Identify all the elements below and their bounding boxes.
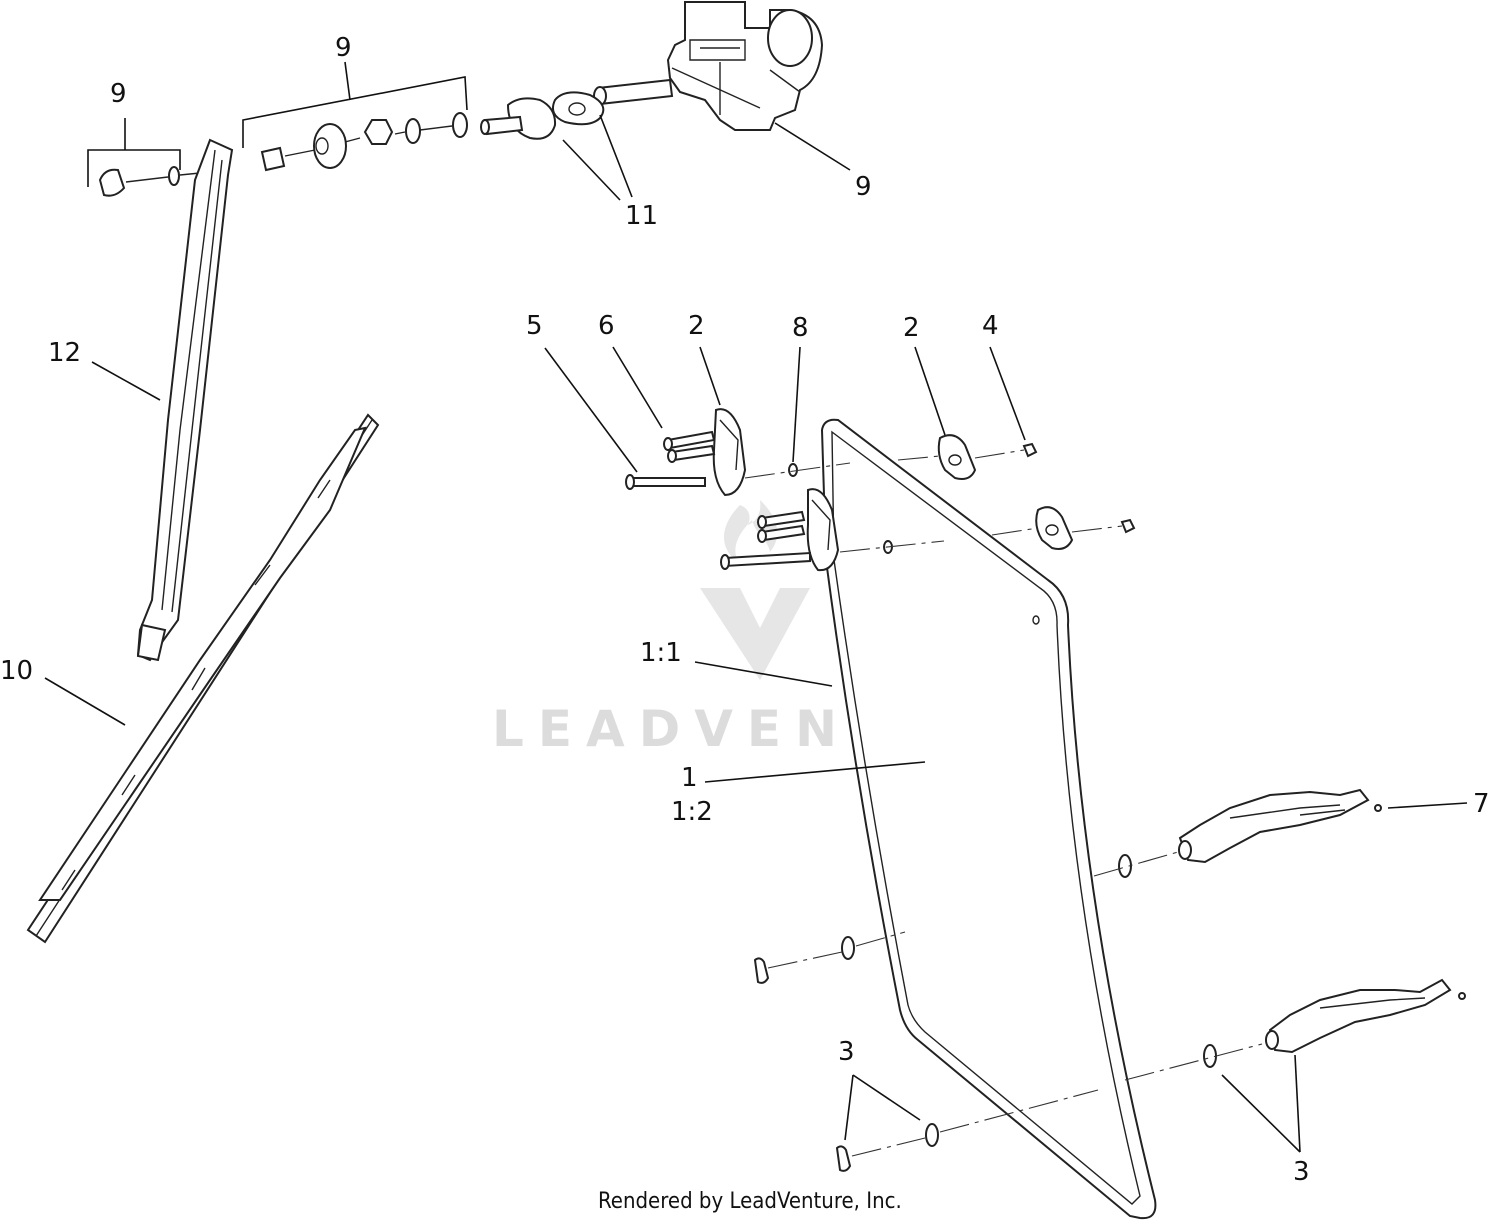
callout-1: 1 bbox=[681, 763, 698, 793]
latch-arm-lower bbox=[1124, 978, 1466, 1081]
callout-9-motor: 9 bbox=[855, 172, 872, 202]
hinge-upper bbox=[712, 408, 977, 497]
callout-labels: 9 9 9 11 12 10 5 6 2 8 2 4 1:1 1 1:2 7 3… bbox=[0, 33, 1490, 1187]
callout-11: 11 bbox=[625, 201, 658, 231]
callout-10: 10 bbox=[0, 656, 33, 686]
callout-3-right: 3 bbox=[1293, 1157, 1310, 1187]
render-credit: Rendered by LeadVenture, Inc. bbox=[598, 1189, 902, 1214]
windshield-glass bbox=[820, 418, 1157, 1220]
hinge-fasteners bbox=[625, 430, 1136, 570]
callout-9-left: 9 bbox=[110, 79, 127, 109]
wiper-motor bbox=[593, 1, 824, 131]
shaft-seal-set bbox=[480, 91, 605, 140]
callout-1-1: 1:1 bbox=[640, 638, 682, 668]
callout-12: 12 bbox=[48, 338, 81, 368]
callout-4: 4 bbox=[982, 311, 999, 341]
callout-9-top: 9 bbox=[335, 33, 352, 63]
callout-1-2: 1:2 bbox=[671, 797, 713, 827]
callout-3-left: 3 bbox=[838, 1037, 855, 1067]
callout-6: 6 bbox=[598, 311, 615, 341]
callout-2-left: 2 bbox=[688, 311, 705, 341]
callout-7: 7 bbox=[1473, 789, 1490, 819]
mount-fasteners bbox=[753, 931, 1099, 1172]
cap-nut-set bbox=[98, 166, 211, 197]
callout-8: 8 bbox=[792, 313, 809, 343]
shaft-hardware bbox=[260, 112, 468, 172]
callout-2-right: 2 bbox=[903, 313, 920, 343]
leader-lines bbox=[44, 61, 1468, 1153]
wiper-arm bbox=[136, 138, 234, 662]
latch-arm-upper bbox=[1093, 788, 1382, 878]
hinge-lower bbox=[806, 488, 1074, 572]
callout-5: 5 bbox=[526, 311, 543, 341]
wiper-blade bbox=[26, 413, 380, 944]
